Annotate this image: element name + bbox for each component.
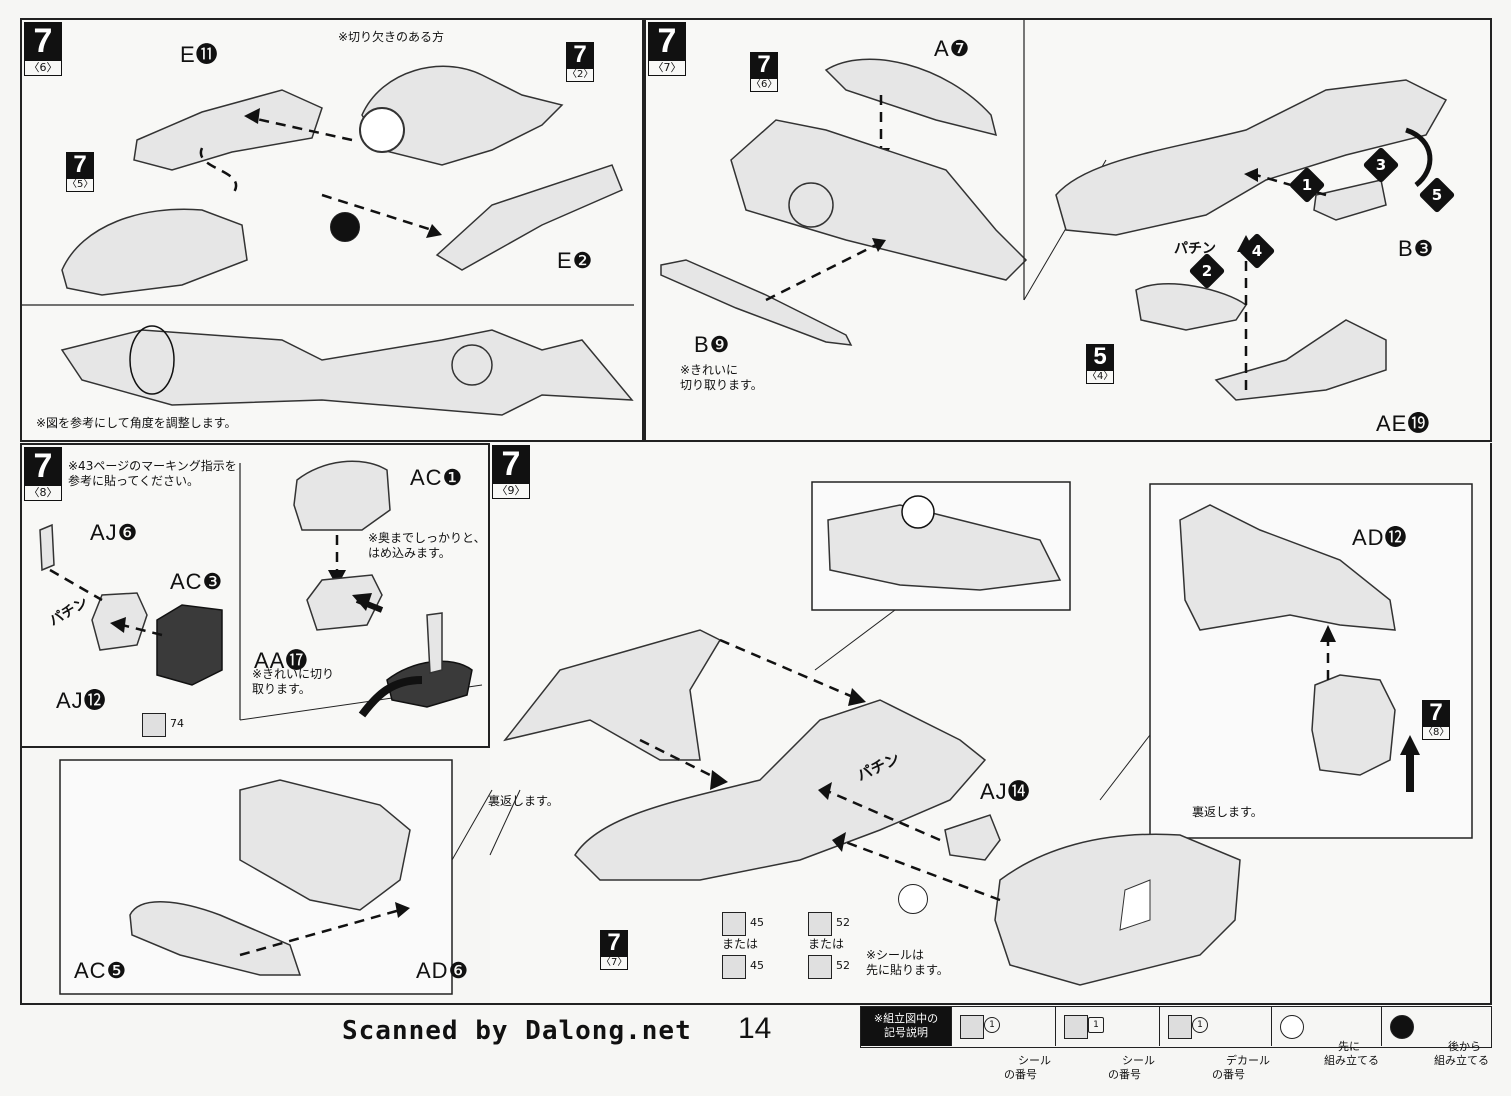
part-label-aa17: AA⓱ bbox=[254, 648, 309, 673]
flip-note-left: 裏返します。 bbox=[488, 794, 559, 808]
legend-item-assemble-first: 先に 組み立てる bbox=[1271, 1007, 1381, 1067]
number-mark: 1 bbox=[1088, 1017, 1104, 1033]
sticker-icon-52 bbox=[808, 912, 832, 936]
number-mark: 1 bbox=[1192, 1017, 1208, 1033]
or-text-2: または bbox=[808, 937, 845, 951]
cut-note-8: ※きれいに切り 取ります。 bbox=[252, 667, 335, 696]
legend-title: ※組立図中の 記号説明 bbox=[861, 1007, 951, 1046]
sticker-icon bbox=[142, 713, 166, 737]
sticker-number: 74 bbox=[170, 717, 184, 730]
assembly-drawing-9 bbox=[59, 481, 1473, 995]
or-text-1: または bbox=[722, 937, 759, 951]
angle-note: ※図を参考にして角度を調整します。 bbox=[36, 416, 237, 430]
legend-item-sticker: 1 シール の番号 bbox=[951, 1007, 1055, 1081]
assemble-first-icon bbox=[898, 884, 928, 914]
panel-step-7-6: 7 〈6〉 E⓫ ※切り欠きのある方 E❷ 7 〈2〉 7 〈5〉 ※図を参考に… bbox=[20, 18, 644, 442]
legend-item-assemble-later: 後から 組み立てる bbox=[1381, 1007, 1491, 1067]
panel-step-7-9-lower bbox=[20, 748, 1492, 1005]
ref-badge-7-8: 7 〈8〉 bbox=[1422, 699, 1450, 740]
decal-number-52: 52 bbox=[836, 959, 850, 972]
sticker-first-note: ※シールは 先に貼ります。 bbox=[866, 948, 949, 977]
ref-badge-5-4: 5 〈4〉 bbox=[1086, 343, 1114, 384]
decal-icon-52 bbox=[808, 955, 832, 979]
part-label-aj6: AJ❻ bbox=[90, 520, 139, 545]
step-badge: 7 〈8〉 bbox=[24, 447, 62, 501]
part-label-ac3: AC❸ bbox=[170, 569, 224, 594]
legend-item-decal: 1 デカール の番号 bbox=[1159, 1007, 1271, 1081]
ref-badge-7-5: 7 〈5〉 bbox=[66, 151, 94, 192]
part-label-ac1: AC❶ bbox=[410, 465, 464, 490]
notch-note: ※切り欠きのある方 bbox=[338, 30, 445, 44]
ref-badge-7-2: 7 〈2〉 bbox=[566, 41, 594, 82]
symbol-legend: ※組立図中の 記号説明 1 シール の番号 1 シール の番号 1 デカール の… bbox=[860, 1006, 1492, 1081]
sticker-alt-icon bbox=[1064, 1015, 1088, 1039]
part-label-ae19: AE⓳ bbox=[1376, 411, 1431, 436]
step-badge: 7 〈7〉 bbox=[648, 22, 686, 76]
part-label-ac5: AC❺ bbox=[74, 958, 128, 983]
push-note: ※奥までしっかりと、 はめ込みます。 bbox=[368, 531, 486, 560]
ref-badge-7-7: 7 〈7〉 bbox=[600, 929, 628, 970]
part-label-aj12: AJ⓬ bbox=[56, 688, 107, 713]
footer-brand: Scanned by Dalong.net bbox=[342, 1016, 692, 1046]
decal-icon-45 bbox=[722, 955, 746, 979]
number-mark: 1 bbox=[984, 1017, 1000, 1033]
part-label-ad6: AD❻ bbox=[416, 958, 470, 983]
legend-item-sticker-alt: 1 シール の番号 bbox=[1055, 1007, 1159, 1081]
marking-note: ※43ページのマーキング指示を 参考に貼ってください。 bbox=[68, 459, 237, 488]
assemble-later-icon bbox=[330, 212, 360, 242]
page-number: 14 bbox=[738, 1012, 772, 1045]
part-label-b3: B❸ bbox=[1398, 236, 1435, 261]
assembly-drawing-6 bbox=[22, 65, 634, 416]
ref-badge-7-6: 7 〈6〉 bbox=[750, 51, 778, 92]
assembly-drawing-7 bbox=[660, 20, 1448, 401]
part-label-ad12: AD⓬ bbox=[1352, 525, 1408, 550]
sticker-number-45: 45 bbox=[750, 916, 764, 929]
step-badge-7-9: 7 〈9〉 bbox=[492, 445, 530, 499]
sticker-icon bbox=[960, 1015, 984, 1039]
panel-step-7-8: 7 〈8〉 ※43ページのマーキング指示を 参考に貼ってください。 AJ❻ AC… bbox=[20, 443, 490, 748]
decal-number-45: 45 bbox=[750, 959, 764, 972]
sticker-number-52: 52 bbox=[836, 916, 850, 929]
decal-icon bbox=[1168, 1015, 1192, 1039]
part-label-b9: B❾ bbox=[694, 332, 731, 357]
assemble-first-icon bbox=[1280, 1015, 1304, 1039]
assembly-drawing-8 bbox=[39, 460, 483, 721]
flip-note-right: 裏返します。 bbox=[1192, 805, 1263, 819]
part-label-e11: E⓫ bbox=[180, 42, 219, 67]
assemble-later-icon bbox=[1390, 1015, 1414, 1039]
panel-step-7-7: 7 〈7〉 7 〈6〉 A❼ B❾ ※きれいに 切り取ります。 B❸ AE⓳ bbox=[644, 18, 1492, 442]
cut-note: ※きれいに 切り取ります。 bbox=[680, 363, 763, 392]
part-label-aj14: AJ⓮ bbox=[980, 779, 1031, 804]
part-label-a7: A❼ bbox=[934, 36, 971, 61]
step-badge: 7 〈6〉 bbox=[24, 22, 62, 76]
sticker-icon-45 bbox=[722, 912, 746, 936]
part-label-e2: E❷ bbox=[557, 248, 594, 273]
